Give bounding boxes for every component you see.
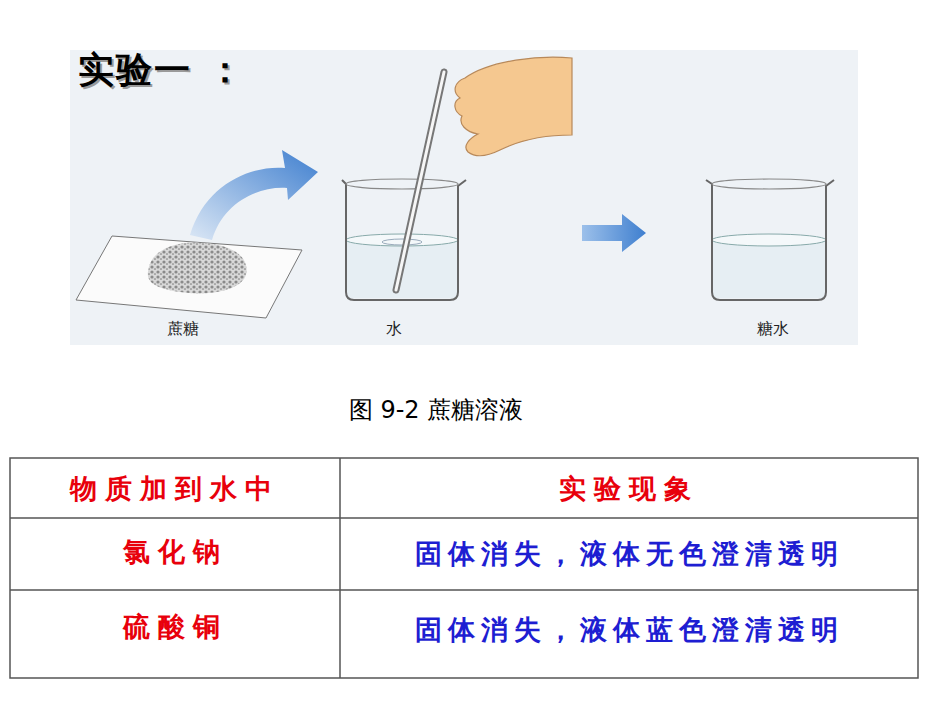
slide-title: 实验一 ： xyxy=(78,48,245,91)
table-cell: 固体消失，液体无色澄清透明 xyxy=(415,538,844,570)
illustration-label: 蔗糖 xyxy=(167,319,199,338)
table-header: 实验现象 xyxy=(559,473,699,505)
curved-arrow xyxy=(190,150,318,240)
stirring-rod xyxy=(396,72,444,290)
table-cell: 氯化钠 xyxy=(123,536,228,568)
illustration-panel xyxy=(70,50,858,345)
beaker xyxy=(706,179,834,300)
arrow xyxy=(582,214,646,252)
table-grid xyxy=(10,458,918,678)
illustration-label: 糖水 xyxy=(757,319,789,338)
table-cell: 硫酸铜 xyxy=(123,611,228,643)
table-cell: 固体消失，液体蓝色澄清透明 xyxy=(415,614,844,646)
hand xyxy=(455,57,572,155)
figure-caption: 图 9-2 蔗糖溶液 xyxy=(349,396,523,425)
sugar-pile xyxy=(148,242,247,293)
illustration-label: 水 xyxy=(386,319,402,338)
paper xyxy=(76,236,302,318)
table-header: 物质加到水中 xyxy=(70,473,280,505)
